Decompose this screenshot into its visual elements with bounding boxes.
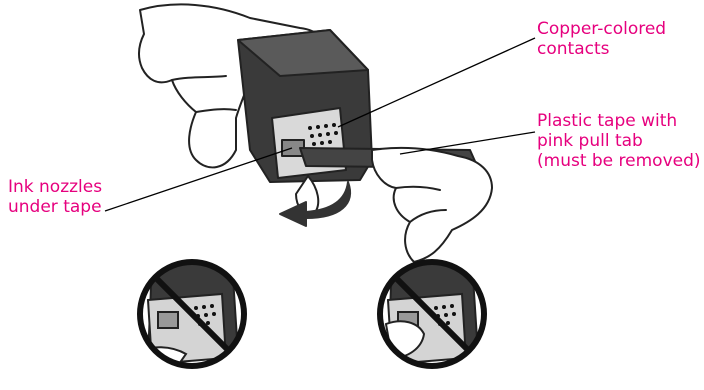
label-plastic-tape-line1: Plastic tape with <box>537 111 678 131</box>
label-ink-nozzles: Ink nozzles under tape <box>8 177 102 217</box>
label-ink-nozzles-line1: Ink nozzles <box>8 177 103 197</box>
warning-icon-contacts <box>137 259 247 369</box>
label-plastic-tape-line2: pink pull tab <box>537 131 643 151</box>
leader-line-tape <box>399 131 536 155</box>
main-cartridge-illustration <box>137 3 493 263</box>
right-hand-icon <box>371 147 493 263</box>
leader-line-contacts <box>337 37 536 128</box>
label-ink-nozzles-line2: under tape <box>8 197 102 217</box>
label-copper-contacts-line1: Copper-colored <box>537 19 667 39</box>
label-copper-contacts-line2: contacts <box>537 39 610 59</box>
label-plastic-tape: Plastic tape with pink pull tab (must be… <box>537 111 701 171</box>
warning-icon-nozzles <box>377 259 487 369</box>
leader-lines <box>104 37 536 212</box>
rotate-arrow-icon <box>279 181 351 227</box>
label-copper-contacts: Copper-colored contacts <box>537 19 666 59</box>
label-plastic-tape-line3: (must be removed) <box>537 151 701 171</box>
leader-line-nozzles <box>104 147 293 212</box>
